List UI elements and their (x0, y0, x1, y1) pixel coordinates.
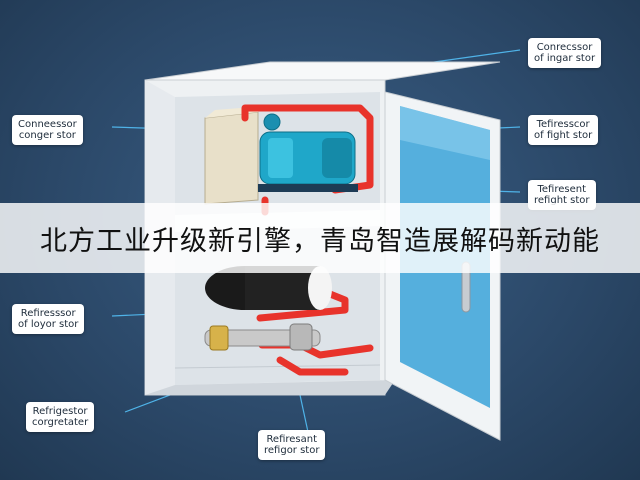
expansion-valve (204, 323, 321, 351)
leader-line-bottom-center (299, 394, 309, 433)
headline-text: 北方工业升级新引擎，青岛智造展解码新动能 (40, 225, 600, 257)
control-box (204, 106, 266, 205)
motor-lower (205, 266, 332, 310)
compressor-upper (258, 113, 358, 192)
headline-banner: 北方工业升级新引擎，青岛智造展解码新动能 (0, 203, 640, 273)
